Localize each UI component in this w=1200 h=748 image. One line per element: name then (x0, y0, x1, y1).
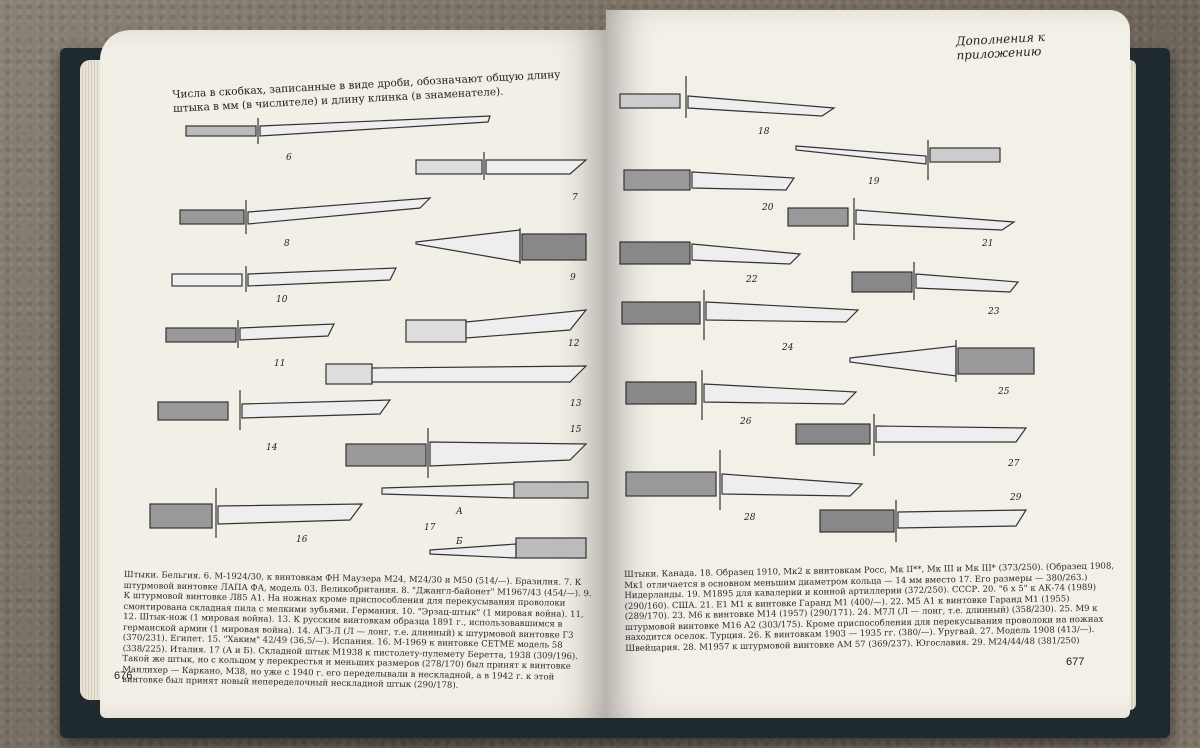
figure-label: 22 (745, 275, 758, 285)
bayonet-illustration (625, 450, 864, 510)
figure-label: 18 (758, 127, 770, 137)
bayonet-illustration (849, 340, 1035, 382)
bayonet-illustration (819, 500, 1028, 542)
bayonet-illustration (851, 262, 1020, 300)
right-page: Дополнения к приложению (606, 10, 1130, 718)
figure-label: 25 (997, 387, 1010, 397)
figure-label: 12 (568, 339, 580, 349)
figure-label: 11 (274, 359, 285, 369)
figure-label: 19 (868, 177, 880, 187)
page-number-right: 677 (1066, 656, 1085, 668)
figure-label: 29 (1009, 493, 1022, 503)
figure-label: 8 (284, 239, 290, 249)
bayonet-illustration (795, 414, 1028, 456)
bayonet-illustration (619, 241, 802, 265)
figure-label: 26 (739, 417, 752, 427)
left-page: Числа в скобках, записанные в виде дроби… (100, 30, 606, 718)
bayonet-illustration (623, 169, 796, 191)
figure-label: 28 (743, 513, 756, 523)
bayonet-illustration (149, 488, 364, 538)
bayonet-illustration (415, 152, 588, 180)
figure-label: 9 (570, 273, 576, 283)
bayonet-illustration (619, 76, 836, 118)
bayonet-illustration (179, 197, 432, 234)
figure-label: А (455, 507, 463, 517)
figure-label: 14 (266, 443, 278, 453)
bayonet-illustration (157, 390, 392, 430)
bayonet-illustration (429, 537, 587, 559)
figure-label: 7 (572, 193, 578, 203)
figure-label: 24 (781, 343, 794, 353)
bayonet-illustration (621, 290, 860, 340)
figure-label: 23 (987, 307, 1000, 317)
figure-label: 13 (570, 399, 582, 409)
page-number-left: 676 (114, 670, 133, 682)
bayonet-illustration (185, 115, 491, 144)
figure-label: 16 (296, 535, 308, 545)
figure-label: 20 (761, 203, 774, 213)
figure-label: 6 (286, 153, 292, 163)
figure-label: 21 (981, 239, 993, 249)
bayonet-illustration (795, 140, 1001, 180)
bayonet-illustration (415, 228, 587, 264)
bayonet-illustration (381, 481, 589, 499)
right-caption: Штыки. Канада. 18. Образец 1910, Мк2 к в… (624, 561, 1115, 654)
figure-label: Б (455, 537, 463, 547)
figure-label: 10 (276, 295, 288, 305)
bayonet-illustration (165, 320, 335, 348)
bayonet-illustration (325, 363, 588, 385)
left-bayonet-illustrations: 6 7 8 9 10 11 12 13 14 15 16 А 17 Б (149, 115, 589, 559)
left-caption: Штыки. Бельгия. 6. М-1924/30, к винтовка… (121, 570, 592, 691)
bayonet-illustration (345, 428, 588, 478)
figure-label: 17 (424, 523, 436, 533)
bayonet-illustration (625, 370, 858, 420)
bayonet-illustration (171, 266, 397, 292)
bayonet-illustration (787, 198, 1016, 240)
right-bayonet-illustrations: 18 19 20 21 22 23 24 25 26 27 28 29 (619, 76, 1035, 542)
bayonet-illustration (405, 309, 588, 343)
figure-label: 27 (1007, 459, 1020, 469)
figure-label: 15 (570, 425, 582, 435)
